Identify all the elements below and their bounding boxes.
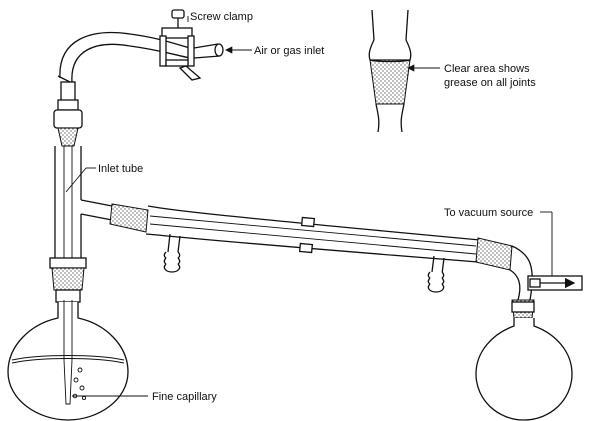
condenser <box>80 199 481 293</box>
label-clear-area-1: Clear area shows <box>444 63 530 75</box>
label-clear-area-2: grease on all joints <box>444 77 536 89</box>
label-screw-clamp: Screw clamp <box>190 11 253 23</box>
label-fine-capillary: Fine capillary <box>152 391 217 403</box>
screw-clamp <box>159 9 202 81</box>
label-air-inlet: Air or gas inlet <box>254 45 324 57</box>
hose-inlet-end <box>193 43 224 59</box>
rubber-hose <box>57 31 191 85</box>
receiving-flask <box>475 318 573 421</box>
label-vacuum-source: To vacuum source <box>444 207 533 219</box>
vacuum-adapter <box>475 237 583 319</box>
inlet-tube-assembly <box>49 81 87 360</box>
grease-joint-inset <box>368 9 412 133</box>
label-inlet-tube: Inlet tube <box>98 163 143 175</box>
distilling-flask <box>7 300 129 421</box>
leader-lines <box>65 16 553 397</box>
